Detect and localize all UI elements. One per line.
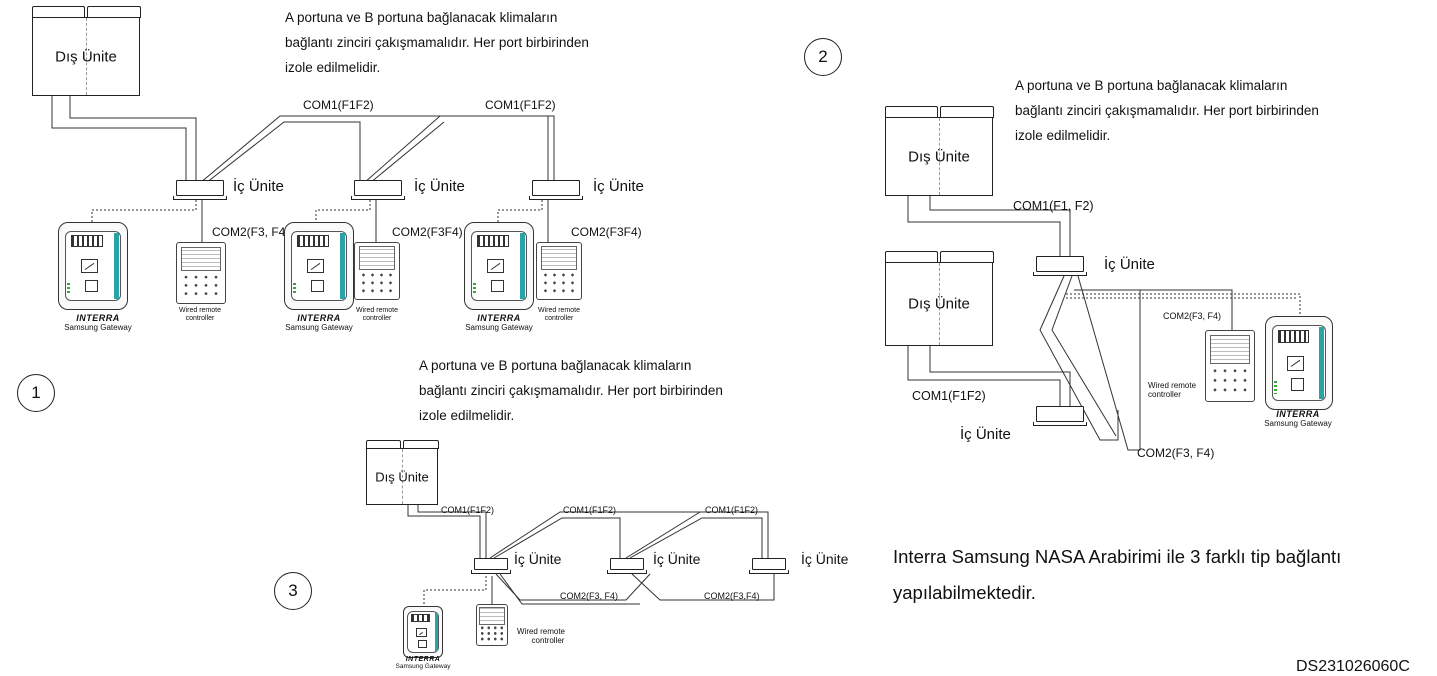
com2-label: COM2(F3F4) (571, 225, 642, 239)
samsung-gateway (1265, 316, 1333, 410)
remote-label: controller (362, 315, 392, 322)
summary-line: Interra Samsung NASA Arabirimi ile 3 far… (893, 546, 1342, 567)
panel-1-note: A portuna ve B portuna bağlanacak klimal… (285, 5, 689, 80)
com1-label: COM1(F1F2) (303, 98, 374, 112)
indoor-unit-label: İç Ünite (414, 178, 465, 195)
document-code: DS231026060C (1296, 658, 1410, 675)
gateway-label: Samsung Gateway (465, 323, 533, 332)
outdoor-unit: Dış Ünite (884, 106, 994, 196)
gateway-label: Samsung Gateway (285, 323, 353, 332)
indoor-unit (749, 558, 789, 574)
com2-label: COM2(F3, F4) (1163, 311, 1222, 321)
brand-logo-text: INTERRA (477, 313, 521, 323)
remote-label: controller (1148, 390, 1181, 399)
outdoor-unit: Dış Ünite (365, 440, 439, 505)
indoor-unit (173, 180, 227, 200)
indoor-unit-label: İç Ünite (1104, 256, 1155, 273)
note-line: A portuna ve B portuna bağlanacak klimal… (285, 10, 558, 25)
note-line: izole edilmelidir. (285, 60, 381, 75)
outdoor-unit: Dış Ünite (31, 6, 141, 96)
panel-3-note: A portuna ve B portuna bağlanacak klimal… (419, 353, 823, 428)
com2-label: COM2(F3, F4) (212, 225, 290, 239)
samsung-gateway (58, 222, 128, 310)
wired-remote-controller (354, 242, 400, 300)
com1-label: COM1(F1F2) (485, 98, 556, 112)
gateway-label: Samsung Gateway (64, 323, 132, 332)
indoor-unit-label: İç Ünite (233, 178, 284, 195)
remote-label: controller (544, 315, 574, 322)
panel-2-note: A portuna ve B portuna bağlanacak klimal… (1015, 73, 1419, 148)
indoor-unit-label: İç Ünite (960, 426, 1011, 443)
indoor-unit-label: İç Ünite (593, 178, 644, 195)
indoor-unit-label: İç Ünite (514, 551, 562, 567)
outdoor-unit-label: Dış Ünite (55, 48, 117, 65)
samsung-gateway (284, 222, 354, 310)
note-line: izole edilmelidir. (419, 408, 515, 423)
note-line: bağlantı zinciri çakışmamalıdır. Her por… (1015, 103, 1319, 118)
brand-logo-text: INTERRA (1276, 409, 1320, 419)
panel-number-badge: 3 (274, 572, 312, 610)
com1-label: COM1(F1F2) (563, 505, 617, 515)
indoor-unit (607, 558, 647, 574)
summary-text: Interra Samsung NASA Arabirimi ile 3 far… (893, 539, 1429, 611)
note-line: bağlantı zinciri çakışmamalıdır. Her por… (419, 383, 723, 398)
wired-remote-controller (476, 604, 508, 646)
indoor-unit-label: İç Ünite (653, 551, 701, 567)
outdoor-unit-label: Dış Ünite (375, 469, 429, 484)
indoor-unit (471, 558, 511, 574)
indoor-unit (529, 180, 583, 200)
outdoor-unit: Dış Ünite (884, 251, 994, 346)
note-line: bağlantı zinciri çakışmamalıdır. Her por… (285, 35, 589, 50)
remote-label: Wired remote (537, 307, 580, 314)
samsung-gateway (403, 606, 443, 658)
remote-label: controller (531, 636, 565, 645)
indoor-unit (1033, 406, 1087, 426)
gateway-label: Samsung Gateway (1264, 419, 1332, 428)
brand-logo-text: INTERRA (76, 313, 120, 323)
outdoor-unit-label: Dış Ünite (908, 148, 970, 165)
indoor-unit (1033, 256, 1087, 276)
gateway-label: Samsung Gateway (395, 663, 451, 670)
com2-label: COM2(F3,F4) (704, 591, 760, 601)
remote-label: Wired remote (516, 627, 565, 636)
panel-number-badge: 2 (804, 38, 842, 76)
note-line: A portuna ve B portuna bağlanacak klimal… (1015, 78, 1288, 93)
summary-line: yapılabilmektedir. (893, 582, 1036, 603)
com1-label: COM1(F1, F2) (1013, 199, 1094, 213)
panel-number-badge: 1 (17, 374, 55, 412)
remote-label: Wired remote (1148, 381, 1197, 390)
brand-logo-text: INTERRA (405, 656, 441, 663)
remote-label: Wired remote (355, 307, 398, 314)
com2-label: COM2(F3, F4) (1137, 446, 1215, 460)
brand-logo-text: INTERRA (297, 313, 341, 323)
samsung-gateway (464, 222, 534, 310)
com2-label: COM2(F3, F4) (560, 591, 619, 601)
note-line: izole edilmelidir. (1015, 128, 1111, 143)
wired-remote-controller (176, 242, 226, 304)
indoor-unit (351, 180, 405, 200)
wired-remote-controller (536, 242, 582, 300)
com2-label: COM2(F3F4) (392, 225, 463, 239)
indoor-unit-label: İç Ünite (801, 551, 849, 567)
remote-label: controller (185, 315, 215, 322)
remote-label: Wired remote (178, 307, 221, 314)
com1-label: COM1(F1F2) (441, 505, 495, 515)
com1-label: COM1(F1F2) (705, 505, 759, 515)
note-line: A portuna ve B portuna bağlanacak klimal… (419, 358, 692, 373)
wired-remote-controller (1205, 330, 1255, 402)
outdoor-unit-label: Dış Ünite (908, 295, 970, 313)
com1-label: COM1(F1F2) (912, 389, 986, 403)
